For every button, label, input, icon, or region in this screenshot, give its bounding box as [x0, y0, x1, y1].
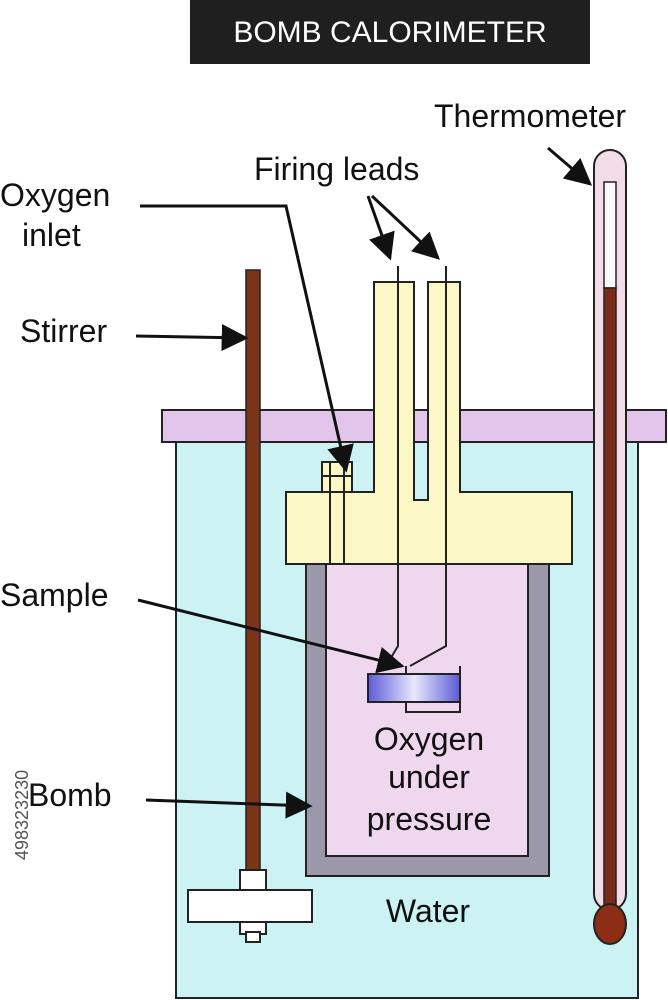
firing-leads-arrow-left [366, 195, 395, 261]
water-label: Water [386, 893, 471, 929]
stirrer-label: Stirrer [20, 313, 107, 349]
thermometer-fluid [603, 287, 617, 907]
thermometer [593, 149, 627, 945]
sample-arrow [137, 598, 405, 674]
oxygen-label-line3: pressure [367, 801, 492, 837]
sample-cup [367, 673, 461, 703]
bomb-vessel [305, 561, 550, 877]
thermometer-label: Thermometer [434, 98, 626, 134]
thermometer-bulb [593, 903, 627, 945]
oxygen-label-line1: Oxygen [374, 721, 484, 757]
sample-label: Sample [0, 577, 109, 613]
title-banner: BOMB CALORIMETER [190, 0, 590, 64]
bomb-interior [325, 561, 529, 857]
watermark-id: 498323230 [12, 770, 32, 860]
oxygen-inlet-arrow [140, 204, 354, 473]
bomb-label: Bomb [28, 777, 112, 813]
stirrer-blade [187, 889, 313, 923]
bomb-arrow [145, 791, 313, 819]
oxygen-inlet-label-line1: Oxygen [0, 177, 110, 213]
bomb-head [285, 281, 573, 565]
diagram-title: BOMB CALORIMETER [233, 16, 546, 49]
leader-arrows [135, 146, 593, 819]
oxygen-inlet-label-line2: inlet [22, 217, 81, 253]
firing-leads-label: Firing leads [254, 151, 419, 187]
firing-leads-arrow-right [370, 194, 440, 260]
stirrer [187, 269, 313, 943]
stirrer-arrow [135, 324, 249, 352]
oxygen-label-line2: under [388, 759, 470, 795]
thermometer-arrow [547, 146, 593, 186]
